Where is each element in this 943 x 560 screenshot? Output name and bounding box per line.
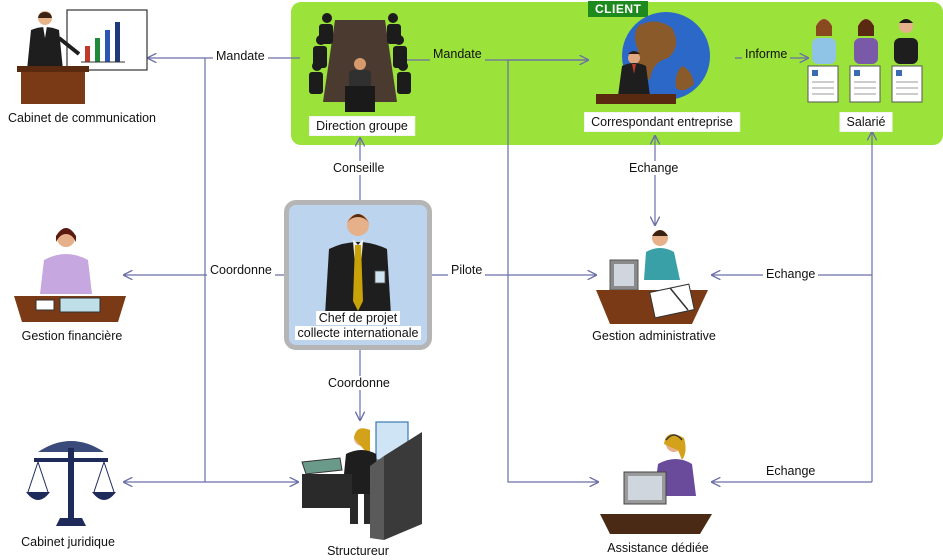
chef-projet-line1: Chef de projet: [315, 311, 401, 325]
salarie-label: Salarié: [839, 112, 893, 132]
structureur-label: Structureur: [327, 544, 389, 558]
edge-middle-trunk: [507, 59, 598, 482]
employees-illustration: [807, 19, 923, 103]
scales-of-justice-icon: [26, 441, 116, 526]
cabinet-communication-label: Cabinet de communication: [8, 111, 156, 125]
boardroom-illustration: [309, 13, 411, 112]
client-badge: CLIENT: [588, 1, 649, 17]
direction-groupe-label: Direction groupe: [309, 116, 415, 136]
presenter-illustration: [17, 9, 148, 104]
edge-label-pilote: Pilote: [448, 263, 486, 277]
edge-label-echange-correspondant: Echange: [626, 161, 682, 175]
edge-label-mandate-correspondant: Mandate: [430, 47, 485, 61]
edge-label-informe: Informe: [742, 47, 791, 61]
chef-projet-line2: collecte internationale: [294, 326, 422, 340]
structureur-illustration: [301, 421, 422, 540]
assistance-dediee-label: Assistance dédiée: [607, 541, 709, 555]
edge-label-conseille: Conseille: [330, 161, 388, 175]
edge-label-coordonne-structureur: Coordonne: [325, 376, 393, 390]
edge-label-coordonne-financiere: Coordonne: [207, 263, 275, 277]
administration-illustration: [596, 230, 708, 324]
edge-label-mandate-communication: Mandate: [213, 49, 268, 63]
gestion-financiere-label: Gestion financière: [21, 329, 123, 343]
gestion-administrative-label: Gestion administrative: [592, 329, 716, 343]
correspondant-illustration: [596, 12, 710, 104]
finance-illustration: [14, 228, 126, 322]
cabinet-juridique-label: Cabinet juridique: [21, 535, 115, 549]
chef-projet-illustration: [325, 214, 391, 315]
chef-projet-box: Chef de projet collecte internationale: [284, 200, 432, 350]
assistance-illustration: [600, 434, 712, 534]
edge-label-echange-assistance: Echange: [763, 464, 819, 478]
edge-label-echange-administrative: Echange: [763, 267, 819, 281]
correspondant-entreprise-label: Correspondant entreprise: [584, 112, 740, 132]
